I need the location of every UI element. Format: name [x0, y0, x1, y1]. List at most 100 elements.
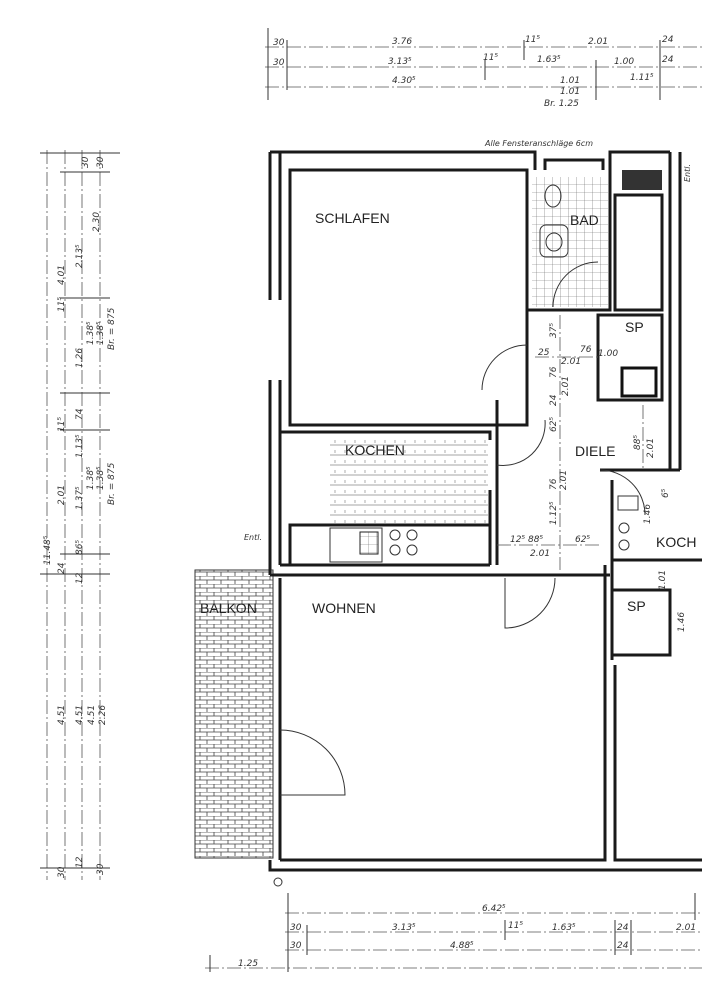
- dim-label: 1.01: [560, 87, 580, 97]
- top-dimension-lines: [265, 28, 702, 100]
- stove-icon: [389, 529, 401, 541]
- dim-label: 2.01: [588, 37, 608, 47]
- room-label-kochen: KOCHEN: [345, 442, 405, 458]
- dim-label: 30: [96, 863, 106, 875]
- dim-label: 4.51: [75, 705, 85, 725]
- dim-label: 1.00: [614, 57, 634, 67]
- dim-label: 62⁵: [549, 417, 559, 432]
- dim-label: 88⁵: [528, 535, 543, 545]
- dim-label: 2.01: [530, 549, 550, 559]
- dim-label: 1.38⁵: [86, 466, 96, 490]
- room-label-wohnen: WOHNEN: [312, 600, 376, 616]
- radiator: [622, 170, 662, 190]
- dim-label: 1.13⁵: [75, 434, 85, 458]
- dim-label: 2.01: [561, 376, 571, 396]
- sink-icon: [539, 224, 569, 258]
- dim-label: 30: [290, 941, 302, 951]
- dim-label: 1.63⁵: [552, 923, 576, 933]
- dim-label: 12: [75, 856, 85, 868]
- dim-label: 30: [81, 156, 91, 168]
- dim-label: 3.76: [392, 37, 412, 47]
- bottom-dimensions: 6.42⁵ 30 3.13⁵ 11⁵ 1.63⁵ 24 2.01 30 4.88…: [238, 904, 696, 969]
- kitchen-tiles: [330, 436, 488, 526]
- bottom-dimension-lines: [205, 893, 702, 972]
- dim-label: 30: [57, 866, 67, 878]
- vent-label: Entl.: [683, 164, 692, 182]
- dim-label: 62⁵: [575, 535, 590, 545]
- dim-label: 11⁵: [508, 921, 523, 931]
- top-dimensions: 30 3.76 11⁵ 2.01 24 30 3.13⁵ 11⁵ 1.63⁵ 1…: [273, 35, 674, 109]
- dim-label: 3.13⁵: [388, 57, 412, 67]
- dim-label: Br. = 875: [107, 462, 117, 505]
- dim-label: 2.01: [676, 923, 696, 933]
- dim-label: 25: [538, 348, 550, 358]
- room-label-sp: SP: [625, 319, 644, 335]
- room-label-balkon: BALKON: [200, 600, 257, 616]
- dim-label: 1.26: [75, 348, 85, 368]
- dim-label: 12: [75, 572, 85, 584]
- dim-label: 4.88⁵: [450, 941, 474, 951]
- vent-label: Entl.: [244, 533, 262, 542]
- door-swings: [279, 261, 646, 796]
- interior-dimension-lines: [497, 315, 644, 570]
- room-label-sp-neighbor: SP: [627, 598, 646, 614]
- dim-label: 86⁵: [75, 540, 85, 555]
- dim-label: 1.25: [238, 959, 258, 969]
- dim-label: 30: [96, 156, 106, 168]
- room-label-bad: BAD: [570, 212, 599, 228]
- dim-label: 1.11⁵: [630, 73, 654, 83]
- dim-label: 2.01: [559, 470, 569, 490]
- dim-label: 88⁵: [633, 435, 643, 450]
- dim-label: 11⁵: [483, 53, 498, 63]
- dim-label: 6.42⁵: [482, 904, 506, 914]
- dim-label: 1.37⁵: [75, 486, 85, 510]
- dim-label: 24: [617, 923, 629, 933]
- walls: [268, 150, 702, 872]
- dim-label: 11⁵: [57, 417, 67, 432]
- room-label-diele: DIELE: [575, 443, 615, 459]
- dim-label: 12⁵: [510, 535, 525, 545]
- dim-label: 1.12⁵: [549, 501, 559, 525]
- dim-label: 2.01: [646, 438, 656, 458]
- dim-label: 2.01: [561, 357, 581, 367]
- dim-label: 1.46: [677, 612, 687, 632]
- dim-label: 1.38⁵: [86, 321, 96, 345]
- sink-icon: [329, 527, 383, 563]
- dim-label: 1.46: [643, 504, 653, 524]
- dim-label: 24: [617, 941, 629, 951]
- dim-label: 11⁵: [57, 297, 67, 312]
- dim-label: 24: [662, 55, 674, 65]
- dim-label: 24: [549, 394, 559, 406]
- dim-label: 11⁵: [525, 35, 540, 45]
- dim-label: 24: [662, 35, 674, 45]
- dim-label: 1.38⁵: [96, 466, 106, 490]
- left-dimension-lines: [40, 150, 120, 880]
- dim-label: 30: [273, 38, 285, 48]
- dim-label: 4.30⁵: [392, 76, 416, 86]
- dim-label: 2.13⁵: [75, 244, 85, 268]
- balcony-paving: [194, 569, 274, 859]
- dim-label: 1.38⁵: [96, 321, 106, 345]
- dim-label: 1.00: [598, 349, 618, 359]
- dim-label: 2.01: [57, 485, 67, 505]
- dim-label: 4.01: [57, 265, 67, 285]
- dim-label: 30: [273, 58, 285, 68]
- window-note: Alle Fensteranschläge 6cm: [484, 139, 593, 148]
- dim-label: 11.48⁵: [43, 535, 53, 565]
- dim-label: 76: [549, 478, 559, 490]
- dim-label: 2.30: [92, 212, 102, 232]
- dim-label: 24: [57, 562, 67, 574]
- room-labels: SCHLAFEN BAD SP KOCHEN DIELE KOCH SP WOH…: [200, 164, 696, 616]
- room-label-schlafen: SCHLAFEN: [315, 210, 390, 226]
- dim-label: 30: [290, 923, 302, 933]
- chimney: [620, 366, 658, 398]
- bathroom-tiles: [532, 177, 608, 307]
- dim-label: 3.13⁵: [392, 923, 416, 933]
- room-label-koch: KOCH: [656, 534, 696, 550]
- dim-label: 4.51: [87, 705, 97, 725]
- dim-label: 4.51: [57, 705, 67, 725]
- dim-label: 1.63⁵: [537, 55, 561, 65]
- dim-label: 6⁵: [661, 488, 671, 498]
